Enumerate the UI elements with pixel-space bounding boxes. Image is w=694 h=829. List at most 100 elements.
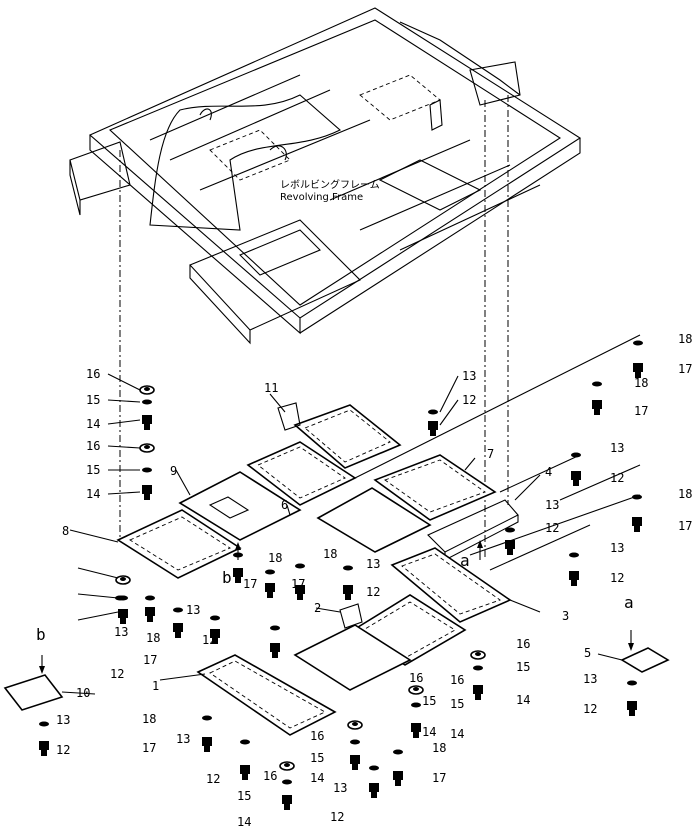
spring-washer-icon bbox=[173, 607, 183, 613]
callout-12-c12a: 12 bbox=[462, 393, 476, 407]
callout-12-c12b: 12 bbox=[545, 521, 559, 535]
frame-caption-jp: レボルビングフレーム bbox=[280, 178, 380, 191]
bolt-icon bbox=[428, 421, 438, 436]
spring-washer-icon bbox=[39, 721, 49, 727]
frame-caption-en: Revolving Frame bbox=[280, 192, 363, 203]
bolt-icon bbox=[632, 517, 642, 532]
spring-washer-icon bbox=[369, 765, 379, 771]
callout-14-c14b: 14 bbox=[86, 487, 100, 501]
callout-labels: 1615141615141198674131218171817131213121… bbox=[36, 332, 692, 829]
spring-washer-icon bbox=[282, 779, 292, 785]
cover-plate-lower-center bbox=[293, 624, 412, 691]
callout-7-c7: 7 bbox=[487, 447, 494, 461]
callout-15-c15e: 15 bbox=[310, 751, 324, 765]
revolving-frame bbox=[69, 7, 582, 345]
callout-16-c16a: 16 bbox=[86, 367, 100, 381]
bolt-icon bbox=[270, 643, 280, 658]
callout-13-c13f: 13 bbox=[186, 603, 200, 617]
spring-washer-icon bbox=[115, 595, 125, 601]
callout-18-c18h: 18 bbox=[432, 741, 446, 755]
bolt-icon bbox=[592, 400, 602, 415]
fasteners bbox=[39, 340, 643, 810]
callout-14-c14a: 14 bbox=[86, 417, 100, 431]
bolt-icon bbox=[505, 540, 515, 555]
cover-plate-center bbox=[316, 487, 432, 553]
bolt-icon bbox=[369, 783, 379, 798]
callout-13-c13e: 13 bbox=[366, 557, 380, 571]
bolt-icon bbox=[473, 685, 483, 700]
spring-washer-icon bbox=[202, 715, 212, 721]
bolt-icon bbox=[142, 415, 152, 430]
callout-3-c3: 3 bbox=[562, 609, 569, 623]
spring-washer-icon bbox=[632, 494, 642, 500]
bolt-icon bbox=[295, 585, 305, 600]
callout-15-c15b: 15 bbox=[86, 463, 100, 477]
callout-13-c13g: 13 bbox=[114, 625, 128, 639]
bolt-icon bbox=[569, 571, 579, 586]
callout-4-c4: 4 bbox=[545, 465, 552, 479]
callout-13-c13c: 13 bbox=[610, 441, 624, 455]
callout-9-c9: 9 bbox=[170, 464, 177, 478]
cover-plate-5 bbox=[620, 647, 670, 673]
bolt-icon bbox=[571, 471, 581, 486]
callout-12-c12j: 12 bbox=[56, 743, 70, 757]
callout-12-c12e: 12 bbox=[366, 585, 380, 599]
callout-17-c17c: 17 bbox=[678, 519, 692, 533]
callout-b-cb2: b bbox=[222, 568, 232, 587]
callout-15-c15g: 15 bbox=[422, 694, 436, 708]
callout-14-c14e: 14 bbox=[310, 771, 324, 785]
callout-18-c18e: 18 bbox=[323, 547, 337, 561]
callout-18-c18c: 18 bbox=[678, 487, 692, 501]
bolt-icon bbox=[627, 701, 637, 716]
callout-13-c13b: 13 bbox=[545, 498, 559, 512]
bolt-icon bbox=[350, 755, 360, 770]
bolt-icon bbox=[393, 771, 403, 786]
callout-2-c2: 2 bbox=[314, 601, 321, 615]
bolt-icon bbox=[202, 737, 212, 752]
bolt-icon bbox=[411, 723, 421, 738]
bolt-icon bbox=[39, 741, 49, 756]
callout-15-c15d: 15 bbox=[450, 697, 464, 711]
spring-washer-icon bbox=[627, 680, 637, 686]
bolt-icon bbox=[633, 363, 643, 378]
callout-6-c6: 6 bbox=[281, 498, 288, 512]
spring-washer-icon bbox=[240, 739, 250, 745]
callout-12-c12f: 12 bbox=[202, 633, 216, 647]
spring-washer-icon bbox=[265, 569, 275, 575]
callout-12-c12i: 12 bbox=[330, 810, 344, 824]
spring-washer-icon bbox=[411, 702, 421, 708]
callout-17-c17h: 17 bbox=[432, 771, 446, 785]
spring-washer-icon bbox=[473, 665, 483, 671]
cover-plate-11 bbox=[293, 404, 402, 469]
bolt-icon bbox=[210, 629, 220, 644]
callout-17-c17a: 17 bbox=[678, 362, 692, 376]
bolt-icon bbox=[233, 568, 243, 583]
callout-18-c18d: 18 bbox=[268, 551, 282, 565]
callout-16-c16f: 16 bbox=[263, 769, 277, 783]
callout-16-c16b: 16 bbox=[86, 439, 100, 453]
spring-washer-icon bbox=[343, 565, 353, 571]
callout-12-c12c: 12 bbox=[610, 471, 624, 485]
bolt-icon bbox=[173, 623, 183, 638]
callout-11-c11: 11 bbox=[264, 381, 278, 395]
bolt-icon bbox=[145, 607, 155, 622]
spring-washer-icon bbox=[592, 381, 602, 387]
callout-17-c17d: 17 bbox=[243, 577, 257, 591]
callout-18-c18g: 18 bbox=[142, 712, 156, 726]
callout-17-c17g: 17 bbox=[142, 741, 156, 755]
callout-12-c12k: 12 bbox=[583, 702, 597, 716]
callout-16-c16d: 16 bbox=[450, 673, 464, 687]
bolt-icon bbox=[282, 795, 292, 810]
callout-16-c16c: 16 bbox=[516, 637, 530, 651]
bolt-icon bbox=[142, 485, 152, 500]
callout-17-c17b: 17 bbox=[634, 404, 648, 418]
callout-17-c17e: 17 bbox=[291, 577, 305, 591]
callout-13-c13d: 13 bbox=[610, 541, 624, 555]
spring-washer-icon bbox=[633, 340, 643, 346]
spring-washer-icon bbox=[571, 452, 581, 458]
callout-13-c13a: 13 bbox=[462, 369, 476, 383]
spring-washer-icon bbox=[142, 399, 152, 405]
spring-washer-icon bbox=[270, 625, 280, 631]
